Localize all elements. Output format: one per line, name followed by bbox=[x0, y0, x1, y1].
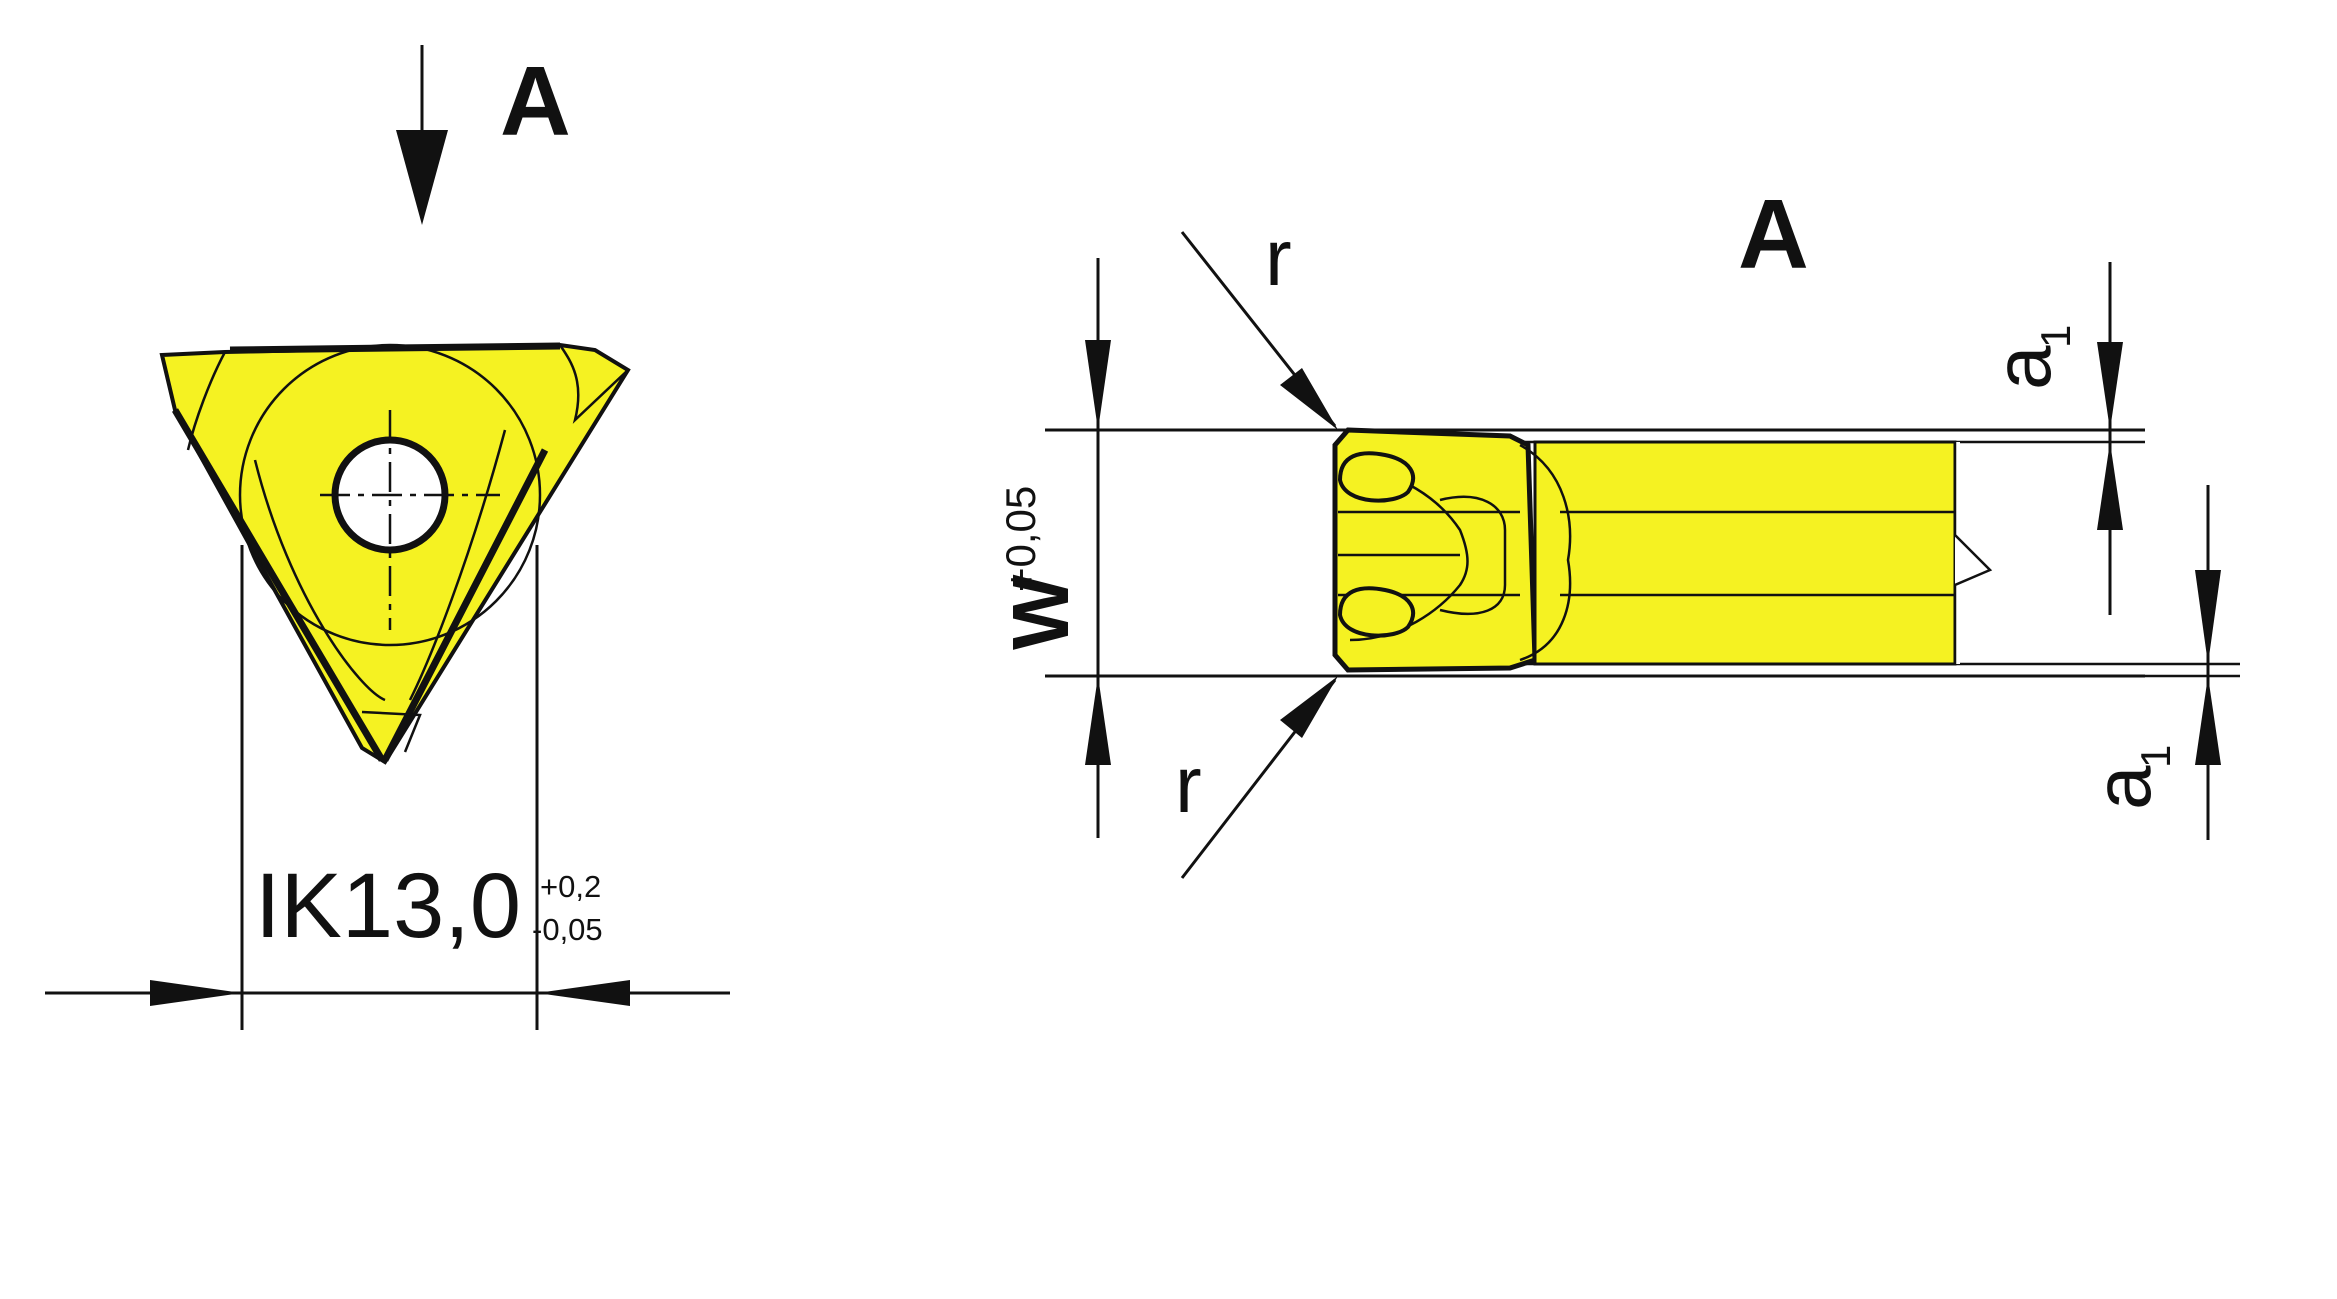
view-direction-arrow bbox=[396, 45, 448, 225]
insert-top-edge bbox=[229, 342, 561, 354]
corner-detail-bottom bbox=[361, 710, 422, 753]
dimension-arrow-right bbox=[537, 980, 630, 1006]
a1-top-label: a bbox=[1978, 345, 2067, 390]
a1-top-arrow-upper bbox=[2097, 342, 2123, 430]
triangular-insert bbox=[159, 342, 631, 765]
insert-shank bbox=[1533, 440, 1957, 666]
ik-dimension-value: IK13,0 bbox=[255, 855, 521, 957]
w-arrow-top bbox=[1085, 340, 1111, 430]
radius-leader-top bbox=[1180, 231, 1338, 430]
ik-tolerance-upper: +0,2 bbox=[540, 869, 601, 904]
ik-dimension bbox=[45, 545, 730, 1030]
radius-label-bottom: r bbox=[1175, 740, 1202, 829]
corner-detail-left bbox=[161, 350, 228, 451]
radius-arrow-top bbox=[1280, 368, 1338, 430]
a1-bottom-subscript: 1 bbox=[2132, 745, 2179, 768]
view-letter-a: A bbox=[500, 46, 571, 156]
inscribed-circle bbox=[238, 343, 542, 647]
head-collar-curve bbox=[1519, 443, 1572, 662]
insert-outline bbox=[159, 342, 631, 765]
a1-top-arrow-lower bbox=[2097, 442, 2123, 530]
radius-arrow-bottom bbox=[1280, 676, 1338, 738]
a1-bottom-arrow-lower bbox=[2195, 676, 2221, 765]
view-arrow-head bbox=[396, 130, 448, 225]
corner-detail-right bbox=[558, 344, 629, 424]
w-label: W bbox=[996, 574, 1085, 650]
dimension-arrow-left bbox=[150, 980, 242, 1006]
a1-bottom-label: a bbox=[2078, 765, 2167, 810]
a1-bottom-arrow-upper bbox=[2195, 570, 2221, 664]
top-view: A I bbox=[45, 45, 730, 1030]
shank-break-line bbox=[1953, 442, 1993, 664]
w-dimension bbox=[1085, 258, 1111, 838]
side-view-title: A bbox=[1738, 179, 1809, 289]
radius-label-top: r bbox=[1265, 213, 1292, 302]
insert-right-edge bbox=[381, 448, 549, 762]
insert-side-body bbox=[1332, 427, 1993, 673]
inner-edge-right bbox=[408, 429, 507, 701]
a1-dimension-bottom bbox=[2195, 485, 2221, 840]
ik-tolerance-lower: -0,05 bbox=[532, 912, 603, 947]
w-tolerance: +0,05 bbox=[997, 486, 1044, 592]
a1-dimension-top bbox=[2097, 262, 2123, 615]
head-inner-curve bbox=[1439, 495, 1507, 615]
insert-left-edge bbox=[171, 408, 386, 762]
radius-leader-bottom bbox=[1180, 676, 1338, 879]
cutting-tip-lower bbox=[1337, 586, 1415, 638]
side-view: A bbox=[996, 179, 2240, 879]
cutting-tip-upper bbox=[1337, 451, 1415, 503]
w-arrow-bottom bbox=[1085, 676, 1111, 765]
a1-top-subscript: 1 bbox=[2032, 325, 2079, 348]
